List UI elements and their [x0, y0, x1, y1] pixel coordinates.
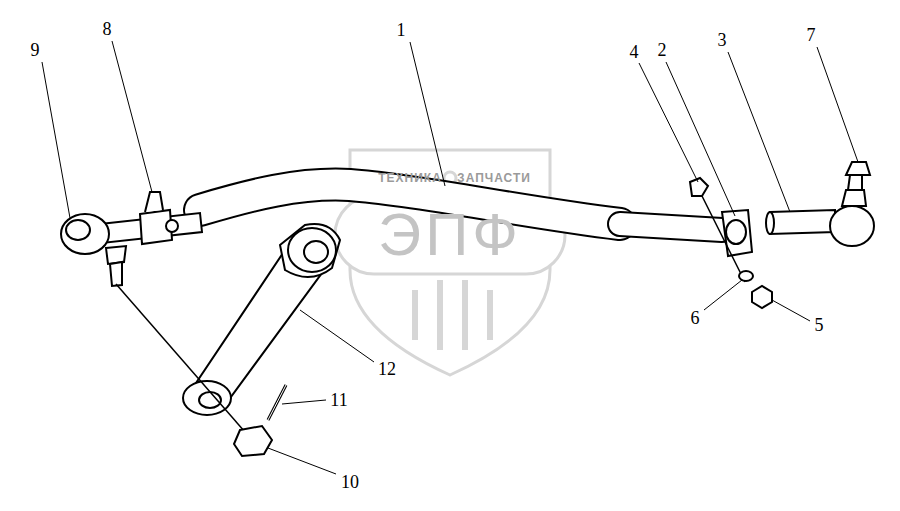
callout-number: 2 — [658, 41, 667, 59]
callout-number: 1 — [397, 21, 406, 39]
fasteners-left — [116, 284, 286, 456]
callout-number: 8 — [103, 20, 112, 38]
callout-number: 11 — [330, 391, 347, 409]
pitman-arm — [183, 224, 340, 415]
callout-number: 3 — [718, 31, 727, 49]
callout-number: 10 — [341, 473, 359, 491]
callout-number: 12 — [378, 360, 396, 378]
callout-number: 6 — [691, 309, 700, 327]
watermark: ТЕХНИКА — [378, 172, 442, 184]
left-rod-end — [61, 192, 202, 286]
callout-number: 4 — [630, 43, 639, 61]
callout-number: 7 — [807, 26, 816, 44]
callout-number: 5 — [815, 316, 824, 334]
watermark: ЗАПЧАСТИ — [457, 172, 531, 184]
right-rod-end — [766, 162, 874, 246]
watermark: ЭПФ — [378, 205, 522, 265]
callout-number: 9 — [31, 41, 40, 59]
leader-lines — [42, 41, 858, 474]
